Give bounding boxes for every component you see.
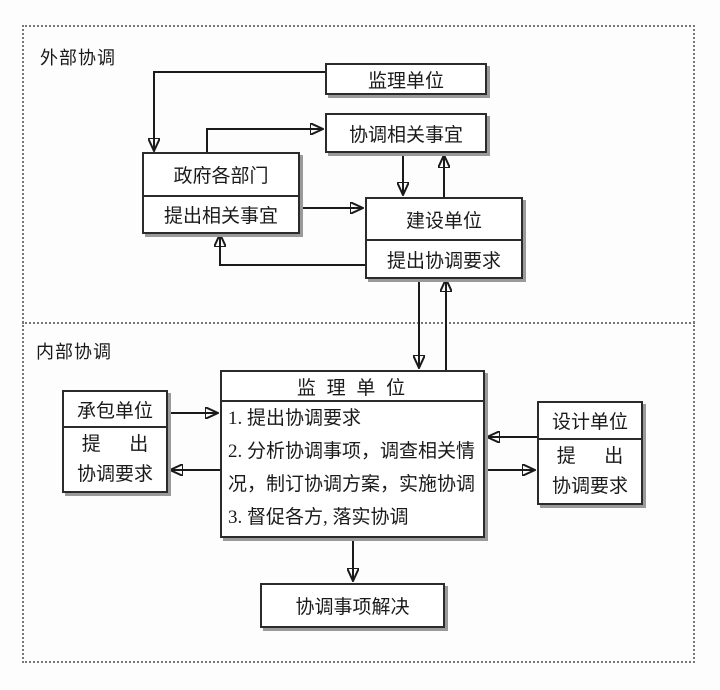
box-title: 监 理 单 位 [222, 372, 483, 402]
task-line-2: 2. 分析协调事项，调查相关情 [228, 441, 476, 462]
box-title: 协调相关事宜 [348, 124, 463, 146]
section-divider [22, 322, 695, 324]
box-action: 提 出 协调要求 [64, 426, 166, 491]
box-title: 设计单位 [551, 412, 628, 433]
box-design-unit: 设计单位 提 出 协调要求 [537, 401, 643, 505]
box-construction-unit: 建设单位 提出协调要求 [365, 197, 523, 279]
box-government-departments: 政府各部门 提出相关事宜 [142, 152, 300, 234]
box-title: 监理单位 [367, 70, 444, 92]
box-title: 政府各部门 [173, 166, 269, 187]
box-title: 建设单位 [405, 210, 482, 232]
arrow-government-to-coordinate-matters [206, 129, 322, 152]
box-coordinate-related-matters: 协调相关事宜 [325, 113, 487, 153]
box-action-line1: 提 出 [81, 433, 149, 455]
box-action-line2: 协调要求 [76, 463, 153, 485]
box-action-line1: 提 出 [556, 445, 624, 467]
arrow-construction-to-government [220, 235, 365, 266]
box-coordination-resolved: 协调事项解决 [260, 583, 445, 628]
box-title: 承包单位 [76, 400, 153, 422]
section-label-internal: 内部协调 [36, 342, 112, 362]
box-contractor-unit: 承包单位 提 出 协调要求 [62, 390, 168, 493]
task-line-4: 3. 督促各方, 落实协调 [228, 507, 409, 528]
box-action: 提出相关事宜 [144, 195, 298, 232]
box-action: 提 出 协调要求 [539, 438, 641, 503]
outer-border [22, 25, 695, 663]
box-title: 协调事项解决 [295, 597, 410, 618]
task-line-1: 1. 提出协调要求 [228, 408, 362, 429]
task-line-3: 况，制订协调方案，实施协调 [228, 474, 476, 495]
box-supervision-unit-internal: 监 理 单 位 1. 提出协调要求 2. 分析协调事项，调查相关情 况，制订协调… [220, 370, 485, 538]
section-label-external: 外部协调 [40, 48, 116, 68]
box-supervision-unit-external: 监理单位 [325, 63, 487, 95]
box-action: 提出协调要求 [367, 239, 521, 277]
box-action-line2: 协调要求 [551, 475, 628, 497]
arrow-supervision-to-government [154, 71, 325, 150]
